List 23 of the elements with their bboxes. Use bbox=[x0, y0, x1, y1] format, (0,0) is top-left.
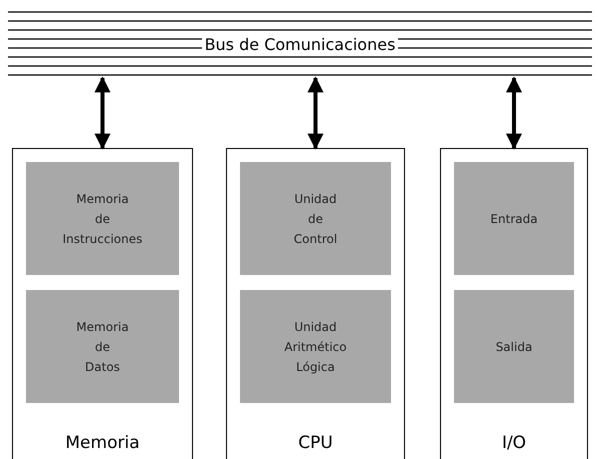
module-label: I/O bbox=[500, 433, 528, 453]
component-box bbox=[240, 290, 391, 403]
component-box bbox=[26, 162, 179, 275]
bus-band bbox=[8, 10, 592, 78]
component-label: Unidad Aritmético Lógica bbox=[283, 318, 348, 376]
bus-label: Bus de Comunicaciones bbox=[202, 34, 398, 54]
component-box bbox=[454, 162, 574, 275]
component-box bbox=[240, 162, 391, 275]
arrow bbox=[308, 76, 324, 150]
component-label: Entrada bbox=[489, 210, 539, 228]
component-label: Unidad de Control bbox=[292, 190, 338, 248]
module-label: CPU bbox=[297, 433, 334, 453]
arrow bbox=[94, 76, 110, 150]
component-label: Memoria de Datos bbox=[75, 318, 130, 376]
module-box bbox=[440, 148, 588, 459]
component-label: Memoria de Instrucciones bbox=[62, 190, 144, 248]
module-box bbox=[12, 148, 193, 459]
arrow bbox=[506, 76, 522, 150]
component-label: Salida bbox=[494, 338, 534, 356]
component-box bbox=[26, 290, 179, 403]
module-box bbox=[226, 148, 405, 459]
component-box bbox=[454, 290, 574, 403]
module-label: Memoria bbox=[64, 433, 141, 453]
